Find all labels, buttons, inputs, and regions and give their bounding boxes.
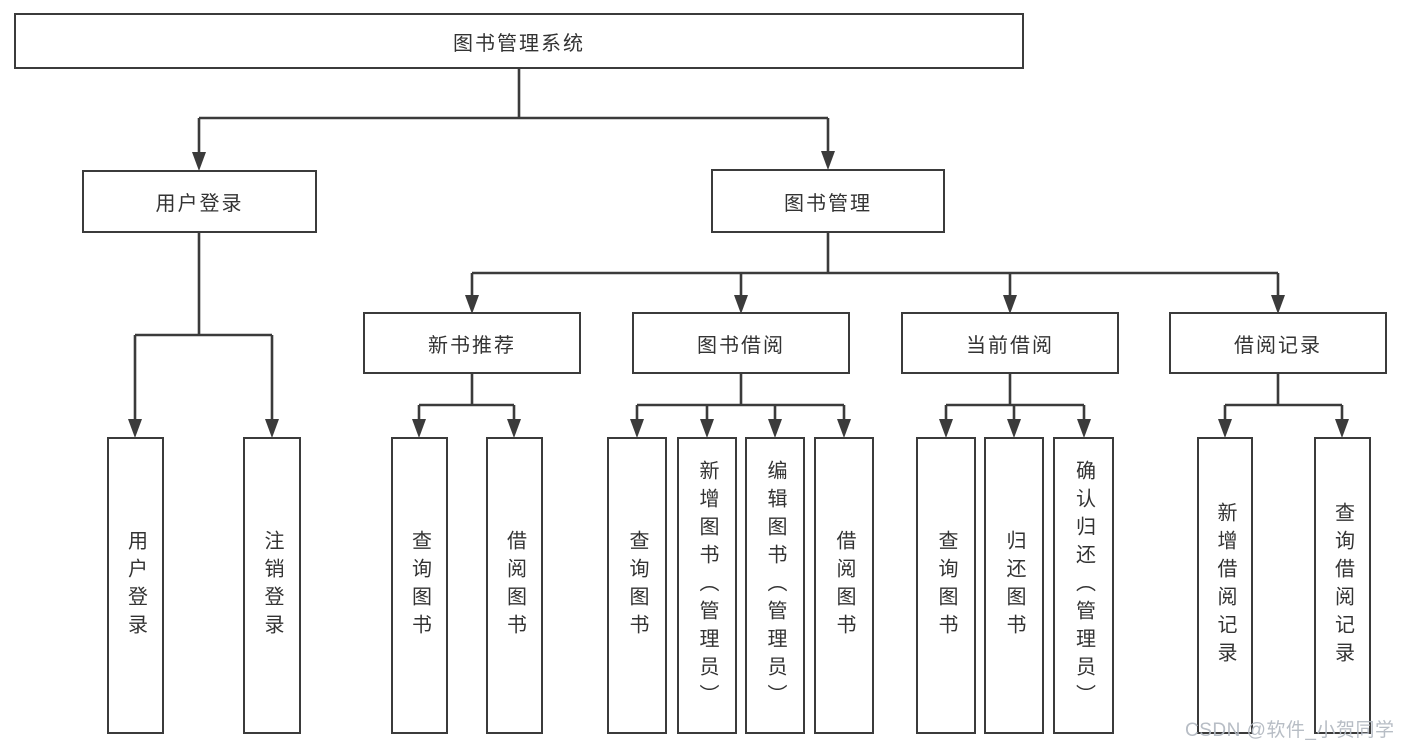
- leaf-bb-add-books-admin: 新增图书（管理员）: [677, 437, 737, 734]
- arrowhead: [1007, 419, 1021, 438]
- leaf-nbr-borrow-books: 借阅图书: [486, 437, 543, 734]
- node-root: 图书管理系统: [14, 13, 1024, 69]
- leaf-nbr-borrow-books-label: 借阅图书: [503, 529, 526, 642]
- arrowhead: [630, 419, 644, 438]
- node-current-borrow-label: 当前借阅: [966, 334, 1054, 357]
- leaf-user-login-label: 用户登录: [124, 529, 147, 642]
- arrowhead: [1077, 419, 1091, 438]
- leaf-bb-add-books-admin-label: 新增图书（管理员）: [696, 459, 718, 712]
- leaf-logout-label: 注销登录: [261, 529, 283, 642]
- arrowhead: [412, 419, 426, 438]
- leaf-user-login: 用户登录: [107, 437, 164, 734]
- leaf-cb-query-books-label: 查询图书: [935, 529, 957, 642]
- leaf-bb-borrow-books-label: 借阅图书: [833, 529, 855, 642]
- leaf-br-query-record-label: 查询借阅记录: [1331, 501, 1354, 670]
- arrowhead: [1003, 295, 1017, 314]
- arrowhead: [1218, 419, 1232, 438]
- node-borrow-records: 借阅记录: [1169, 312, 1387, 374]
- node-current-borrow: 当前借阅: [901, 312, 1119, 374]
- leaf-bb-query-books: 查询图书: [607, 437, 667, 734]
- leaf-bb-edit-books-admin-label: 编辑图书（管理员）: [764, 459, 786, 712]
- leaf-bb-query-books-label: 查询图书: [626, 529, 648, 642]
- leaf-cb-return-books: 归还图书: [984, 437, 1044, 734]
- arrowhead: [939, 419, 953, 438]
- node-user-login-label: 用户登录: [155, 193, 244, 215]
- node-new-book-recommend-label: 新书推荐: [428, 334, 516, 357]
- node-root-label: 图书管理系统: [453, 32, 585, 55]
- leaf-bb-edit-books-admin: 编辑图书（管理员）: [745, 437, 805, 734]
- leaf-cb-confirm-return-admin: 确认归还（管理员）: [1053, 437, 1114, 734]
- leaf-nbr-query-books-label: 查询图书: [408, 529, 431, 642]
- node-borrow-records-label: 借阅记录: [1234, 334, 1322, 357]
- arrowhead: [700, 419, 714, 438]
- leaf-cb-query-books: 查询图书: [916, 437, 976, 734]
- leaf-nbr-query-books: 查询图书: [391, 437, 448, 734]
- node-new-book-recommend: 新书推荐: [363, 312, 581, 374]
- node-book-management-label: 图书管理: [784, 192, 872, 215]
- leaf-cb-confirm-return-admin-label: 确认归还（管理员）: [1072, 459, 1095, 712]
- arrowhead: [192, 152, 206, 171]
- leaf-logout: 注销登录: [243, 437, 301, 734]
- csdn-watermark: CSDN @软件_小贺同学: [1185, 720, 1395, 741]
- arrowhead: [768, 419, 782, 438]
- arrowhead: [821, 151, 835, 170]
- node-book-management: 图书管理: [711, 169, 945, 233]
- arrowhead: [1271, 295, 1285, 314]
- arrowhead: [1335, 419, 1349, 438]
- arrowhead: [265, 419, 279, 438]
- leaf-br-add-record-label: 新增借阅记录: [1214, 501, 1236, 670]
- leaf-cb-return-books-label: 归还图书: [1003, 529, 1025, 642]
- arrowhead: [128, 419, 142, 438]
- node-book-borrow: 图书借阅: [632, 312, 850, 374]
- node-user-login: 用户登录: [82, 170, 317, 233]
- node-book-borrow-label: 图书借阅: [697, 334, 785, 357]
- leaf-bb-borrow-books: 借阅图书: [814, 437, 874, 734]
- leaf-br-add-record: 新增借阅记录: [1197, 437, 1253, 734]
- arrowhead: [507, 419, 521, 438]
- arrowhead: [734, 295, 748, 314]
- leaf-br-query-record: 查询借阅记录: [1314, 437, 1371, 734]
- arrowhead: [837, 419, 851, 438]
- arrowhead: [465, 295, 479, 314]
